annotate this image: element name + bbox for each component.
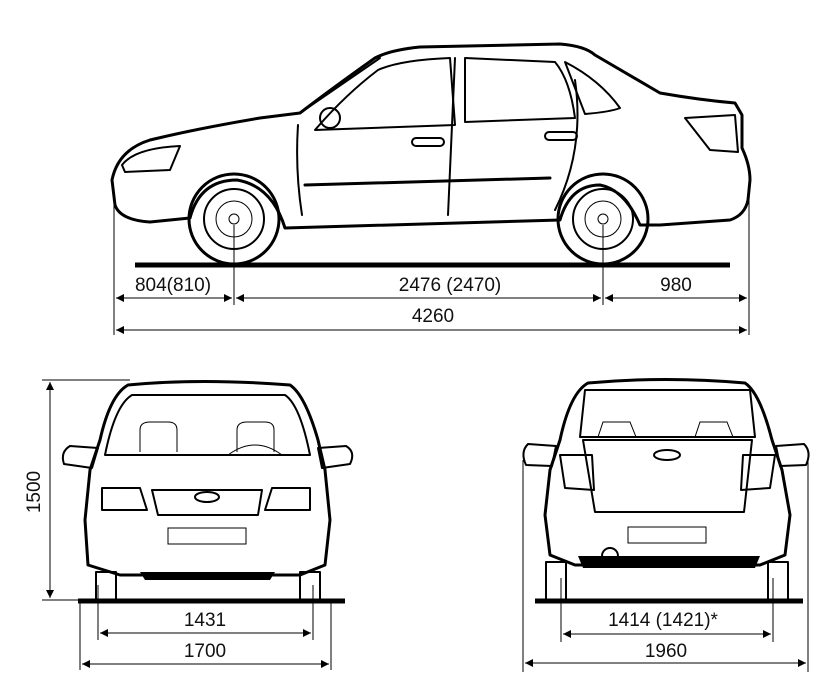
rear-glass [594, 54, 661, 94]
front-door-handle [411, 137, 445, 147]
side-body-outline [110, 42, 752, 230]
left-taillight [559, 454, 595, 491]
steering-wheel [227, 444, 283, 456]
rear-door-edge [554, 79, 579, 211]
left-tire [545, 561, 567, 601]
taillight [684, 114, 739, 153]
quarter-window [564, 61, 621, 115]
rear-headrest-left [597, 421, 637, 438]
rear-overhang-label: 980 [660, 275, 692, 296]
left-mirror [61, 445, 99, 469]
underbody [140, 572, 275, 580]
width-label: 1700 [184, 641, 226, 662]
right-taillight [740, 454, 776, 491]
rear-door-handle [544, 131, 578, 141]
rear-body-outline [543, 378, 792, 567]
logo-icon [653, 449, 681, 461]
license-plate [167, 527, 247, 545]
side-mirror [319, 107, 341, 129]
width-with-mirrors-label: 1960 [645, 641, 687, 662]
spare-wheel [601, 547, 619, 565]
headlight [121, 145, 181, 173]
right-headlight [264, 487, 311, 511]
rear-window [464, 57, 576, 123]
front-overhang-label: 804(810) [135, 275, 211, 296]
right-tire [767, 561, 789, 601]
grille [151, 489, 263, 516]
side-molding [303, 176, 552, 187]
rear-view: 1414 (1421)* 1960 [522, 378, 810, 672]
right-tire [299, 571, 321, 601]
underbody [578, 556, 760, 568]
rear-headrest-right [694, 421, 734, 438]
rear-window [579, 389, 756, 438]
front-track-label: 1431 [184, 610, 226, 631]
length-label: 4260 [412, 306, 454, 327]
b-pillar [447, 57, 456, 216]
side-view: 804(810) 2476 (2470) 980 4260 [110, 42, 752, 335]
logo-icon [194, 491, 220, 503]
trunk-lid [582, 439, 753, 513]
windshield [299, 57, 381, 114]
height-label: 1500 [24, 471, 45, 513]
headrest-left [139, 421, 178, 452]
left-mirror [522, 443, 557, 467]
front-body-outline [83, 380, 332, 577]
front-view: 1500 1431 1700 [24, 379, 354, 670]
wheelbase-label: 2476 (2470) [399, 275, 501, 296]
headrest-right [236, 421, 275, 452]
right-mirror [317, 445, 354, 469]
windshield [104, 394, 311, 456]
left-tire [95, 571, 117, 601]
rear-track-label: 1414 (1421)* [608, 610, 718, 631]
front-window [314, 57, 456, 131]
front-door-edge [296, 124, 303, 216]
right-mirror [775, 443, 810, 467]
license-plate [627, 526, 707, 544]
left-headlight [101, 487, 148, 511]
